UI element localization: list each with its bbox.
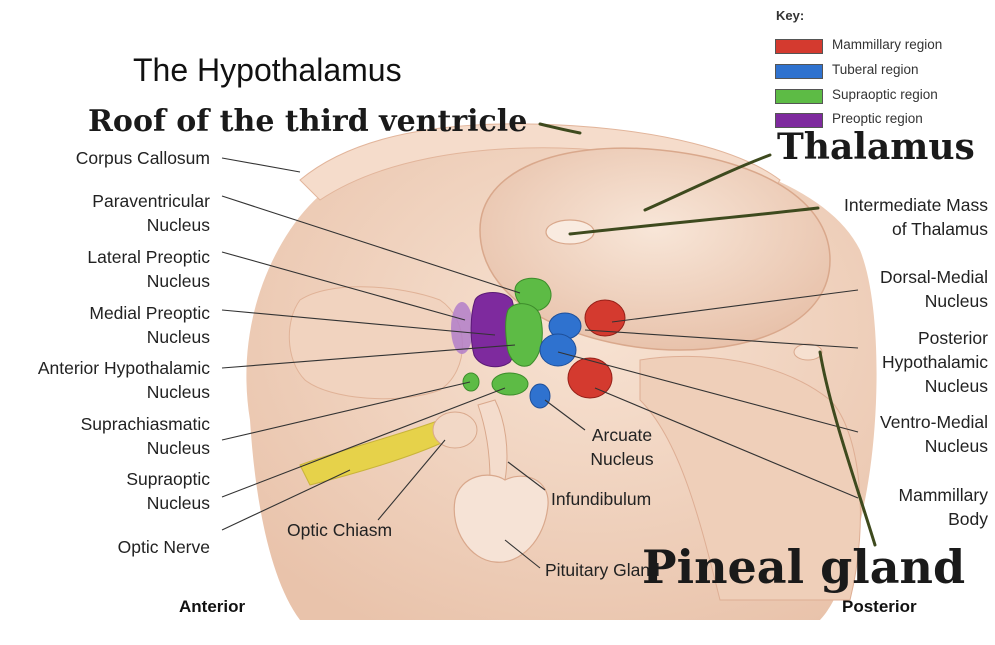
- label-dorsal-medial-nucleus: Dorsal-Medial Nucleus: [880, 267, 988, 311]
- annotation-pointers: [538, 122, 877, 547]
- label-infundibulum: Infundibulum: [551, 489, 652, 509]
- label-corpus-callosum: Corpus Callosum: [75, 148, 210, 168]
- thalamus-annotation: Thalamus: [777, 126, 975, 168]
- optic-chiasm-shape: [432, 411, 478, 449]
- suprachiasmatic-nucleus: [462, 372, 480, 392]
- page-title: The Hypothalamus: [133, 52, 402, 88]
- label-suprachiasmatic-nucleus: Suprachiasmatic Nucleus: [80, 414, 210, 458]
- mammillary-body: [567, 357, 613, 399]
- arcuate-nucleus: [529, 383, 551, 409]
- key-swatch-purple: [775, 113, 823, 128]
- lateral-preoptic-nucleus: [451, 302, 473, 354]
- roof-annotation: Roof of the third ventricle: [88, 104, 528, 139]
- label-supraoptic-nucleus: Supraoptic Nucleus: [126, 469, 210, 513]
- key-label: Preoptic region: [832, 111, 923, 126]
- pineal-annotation: Pineal gland: [642, 540, 966, 594]
- key-swatch-red: [775, 39, 823, 54]
- label-ventro-medial-nucleus: Ventro-Medial Nucleus: [880, 412, 988, 456]
- anterior-lobe: [288, 286, 463, 400]
- label-medial-preoptic-nucleus: Medial Preoptic Nucleus: [89, 303, 210, 347]
- label-mammillary-body: Mammillary Body: [898, 485, 988, 529]
- posterior-nub: [793, 343, 823, 361]
- leader-lines: [221, 157, 859, 569]
- medial-preoptic-nucleus: [470, 292, 517, 368]
- key-label: Supraoptic region: [832, 87, 938, 102]
- label-pituitary-gland: Pituitary Gland: [545, 560, 660, 580]
- label-lateral-preoptic-nucleus: Lateral Preoptic Nucleus: [87, 247, 210, 291]
- supraoptic-nucleus: [491, 372, 529, 396]
- ventro-medial-nucleus: [539, 333, 577, 367]
- key-heading: Key:: [776, 8, 805, 23]
- anterior-hypothalamic-nucleus: [505, 303, 543, 367]
- label-arcuate-nucleus: Arcuate Nucleus: [590, 425, 654, 469]
- pituitary-shape: [453, 474, 549, 563]
- label-intermediate-mass: Intermediate Mass of Thalamus: [844, 195, 988, 239]
- key-label: Tuberal region: [832, 62, 919, 77]
- posterior-hypothalamic-nucleus: [584, 299, 626, 337]
- label-optic-nerve: Optic Nerve: [117, 537, 210, 557]
- corpus-callosum-shape: [299, 123, 781, 201]
- direction-anterior: Anterior: [179, 597, 246, 616]
- label-anterior-hypothalamic-nucleus: Anterior Hypothalamic Nucleus: [37, 358, 210, 402]
- key-label: Mammillary region: [832, 37, 943, 52]
- thalamus-shape: [479, 147, 831, 351]
- label-posterior-hypothalamic-nucleus: Posterior Hypothalamic Nucleus: [881, 328, 988, 396]
- key-swatch-green: [775, 89, 823, 104]
- label-paraventricular-nucleus: Paraventricular Nucleus: [92, 191, 210, 235]
- label-optic-chiasm: Optic Chiasm: [287, 520, 393, 540]
- key-swatch-blue: [775, 64, 823, 79]
- direction-posterior: Posterior: [842, 597, 917, 616]
